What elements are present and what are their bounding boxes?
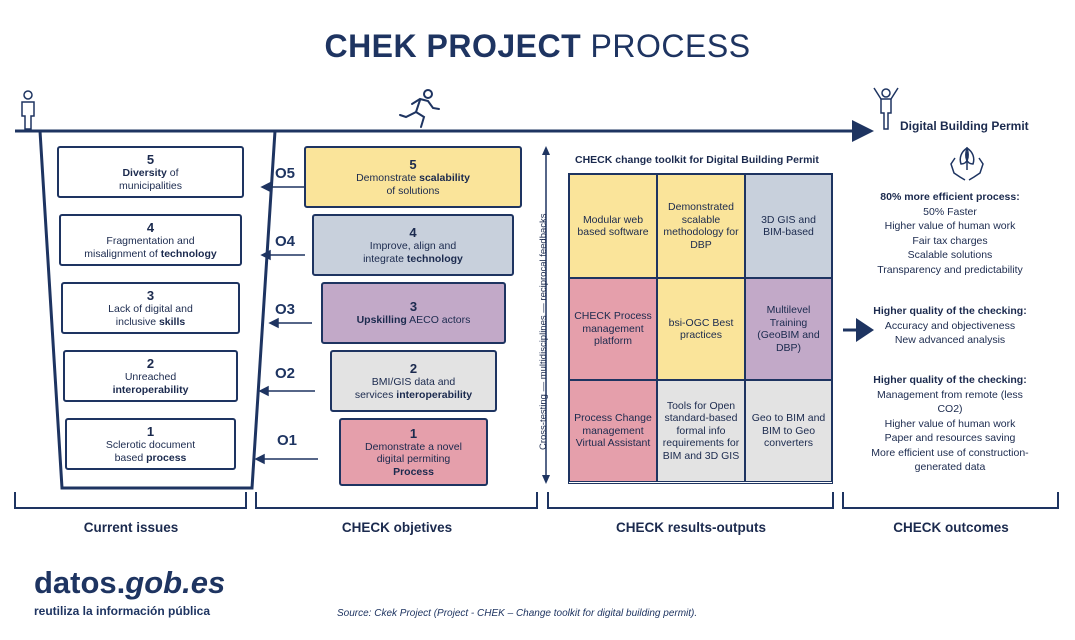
- grid-cell-7: Process Change management Virtual Assist…: [569, 380, 657, 482]
- objective-4-box: 4 Improve, align and integrate technolog…: [312, 214, 514, 276]
- objective-5-box: 5 Demonstrate scalability of solutions: [304, 146, 522, 208]
- issue-5-box: 5 Diversity of municipalities: [57, 146, 244, 198]
- toolkit-title: CHECK change toolkit for Digital Buildin…: [575, 154, 819, 166]
- results-grid: Modular web based software Demonstrated …: [568, 173, 833, 484]
- section-label-outcomes: CHECK outcomes: [893, 520, 1009, 535]
- section-label-objectives: CHECK objetives: [341, 520, 453, 535]
- outcome-group-2: Higher quality of the checking: Accuracy…: [865, 304, 1035, 348]
- objective-4-number: 4: [409, 225, 417, 240]
- title-bold: CHEK PROJECT: [324, 28, 582, 64]
- objective-1-box: 1 Demonstrate a novel digital permiting …: [339, 418, 488, 486]
- issue-1-line2: based process: [114, 451, 187, 464]
- objective-label-o3: O3: [275, 301, 296, 318]
- outcome-2-item: New advanced analysis: [894, 334, 1006, 346]
- outcome-1-heading: 80% more efficient process:: [880, 191, 1020, 203]
- datos-gob-logo: datos.gob.es: [34, 565, 225, 601]
- outcome-1-item: Higher value of human work: [884, 220, 1016, 232]
- issue-5-line2: municipalities: [118, 179, 183, 192]
- issue-4-box: 4 Fragmentation and misalignment of tech…: [59, 214, 242, 266]
- outcome-group-1: 80% more efficient process: 50% Faster H…: [865, 190, 1035, 277]
- objective-2-line1: BMI/GIS data and: [371, 376, 456, 388]
- objective-1-number: 1: [409, 425, 418, 441]
- objective-label-o5: O5: [275, 165, 296, 182]
- issue-5-line1: Diversity of: [122, 167, 179, 179]
- issue-4-line2: misalignment of technology: [84, 247, 217, 260]
- outcome-group-3: Higher quality of the checking: Manageme…: [865, 373, 1035, 475]
- title-light: PROCESS: [590, 28, 751, 64]
- issue-3-line1: Lack of digital and: [108, 303, 193, 315]
- objective-2-line2: services interoperability: [354, 388, 473, 401]
- grid-cell-1: Modular web based software: [569, 174, 657, 278]
- person-standing-icon: [21, 90, 35, 130]
- issue-1-box: 1 Sclerotic document based process: [65, 418, 236, 470]
- outcome-1-item: Scalable solutions: [907, 249, 993, 261]
- source-note: Source: Ckek Project (Project - CHEK – C…: [337, 608, 698, 619]
- person-running-icon: [399, 89, 440, 128]
- issue-2-box: 2 Unreached interoperability: [63, 350, 238, 402]
- objective-5-line1: Demonstrate scalability: [356, 172, 470, 184]
- section-label-results: CHECK results-outputs: [615, 520, 766, 535]
- outcome-3-item: Paper and resources saving: [884, 432, 1016, 444]
- issue-3-line2: inclusive skills: [115, 315, 186, 328]
- objective-1-line1: Demonstrate a novel: [365, 440, 462, 453]
- logo-datos-text: datos.: [34, 565, 126, 600]
- objective-5-number: 5: [409, 157, 417, 172]
- logo-tagline: reutiliza la información pública: [34, 604, 211, 618]
- issue-3-box: 3 Lack of digital and inclusive skills: [61, 282, 240, 334]
- timeline-arrowhead-icon: [852, 120, 874, 142]
- issue-2-number: 2: [146, 356, 155, 371]
- grid-cell-4: CHECK Process management platform: [569, 278, 657, 380]
- objective-label-o2: O2: [275, 365, 296, 382]
- outcome-1-item: Transparency and predictability: [877, 263, 1023, 276]
- hands-leaf-icon: [950, 146, 984, 181]
- objective-3-number: 3: [409, 299, 418, 315]
- objective-2-box: 2 BMI/GIS data and services interoperabi…: [330, 350, 497, 412]
- outcome-3-item: Higher value of human work: [884, 417, 1016, 430]
- issue-1-line1: Sclerotic document: [105, 439, 196, 451]
- issue-5-number: 5: [146, 152, 155, 167]
- issue-3-number: 3: [146, 288, 155, 303]
- outcome-2-item: Accuracy and objectiveness: [884, 319, 1016, 332]
- objective-2-number: 2: [409, 361, 418, 376]
- grid-cell-2: Demonstrated scalable methodology for DB…: [657, 174, 745, 278]
- objective-label-o4: O4: [275, 233, 296, 250]
- grid-cell-8: Tools for Open standard-based formal inf…: [657, 380, 745, 482]
- objective-1-line3: Process: [393, 465, 434, 478]
- issue-4-line1: Fragmentation and: [106, 235, 195, 247]
- objective-1-line2: digital permiting: [376, 453, 451, 466]
- outcome-3-item: More efficient use of construction-gener…: [871, 446, 1029, 474]
- logo-gob-text: gob.es: [125, 565, 226, 600]
- outcome-2-heading: Higher quality of the checking:: [873, 305, 1027, 317]
- issue-1-number: 1: [146, 424, 155, 439]
- results-arrow-icon: [856, 318, 874, 342]
- issue-2-line2: interoperability: [112, 383, 189, 396]
- outcome-1-item: Fair tax charges: [912, 234, 988, 247]
- outcome-3-item: Management from remote (less CO2): [877, 388, 1023, 416]
- grid-cell-6: Multilevel Training (GeoBIM and DBP): [745, 278, 832, 380]
- vertical-feedback-text: Cross-testing — multidisciplines — recip…: [538, 213, 549, 450]
- objective-5-line2: of solutions: [386, 184, 440, 197]
- objective-3-box: 3 Upskilling AECO actors: [321, 282, 506, 344]
- issues-funnel-outline: [38, 129, 277, 490]
- issue-4-number: 4: [146, 220, 155, 235]
- outcome-3-heading: Higher quality of the checking:: [873, 374, 1027, 386]
- grid-cell-9: Geo to BIM and BIM to Geo converters: [745, 380, 832, 482]
- digital-building-permit-title: Digital Building Permit: [900, 119, 1029, 133]
- grid-cell-3: 3D GIS and BIM-based: [745, 174, 832, 278]
- objective-3-line1: Upskilling AECO actors: [356, 314, 471, 327]
- section-label-current-issues: Current issues: [83, 520, 179, 535]
- grid-cell-5: bsi-OGC Best practices: [657, 278, 745, 380]
- objective-4-line1: Improve, align and: [369, 240, 457, 252]
- outcome-1-item: 50% Faster: [923, 205, 977, 218]
- page-title: CHEK PROJECT PROCESS: [0, 28, 1075, 65]
- objective-4-line2: integrate technology: [363, 252, 463, 265]
- objective-label-o1: O1: [277, 432, 298, 449]
- issue-2-line1: Unreached: [124, 371, 177, 383]
- person-celebrating-icon: [873, 87, 899, 130]
